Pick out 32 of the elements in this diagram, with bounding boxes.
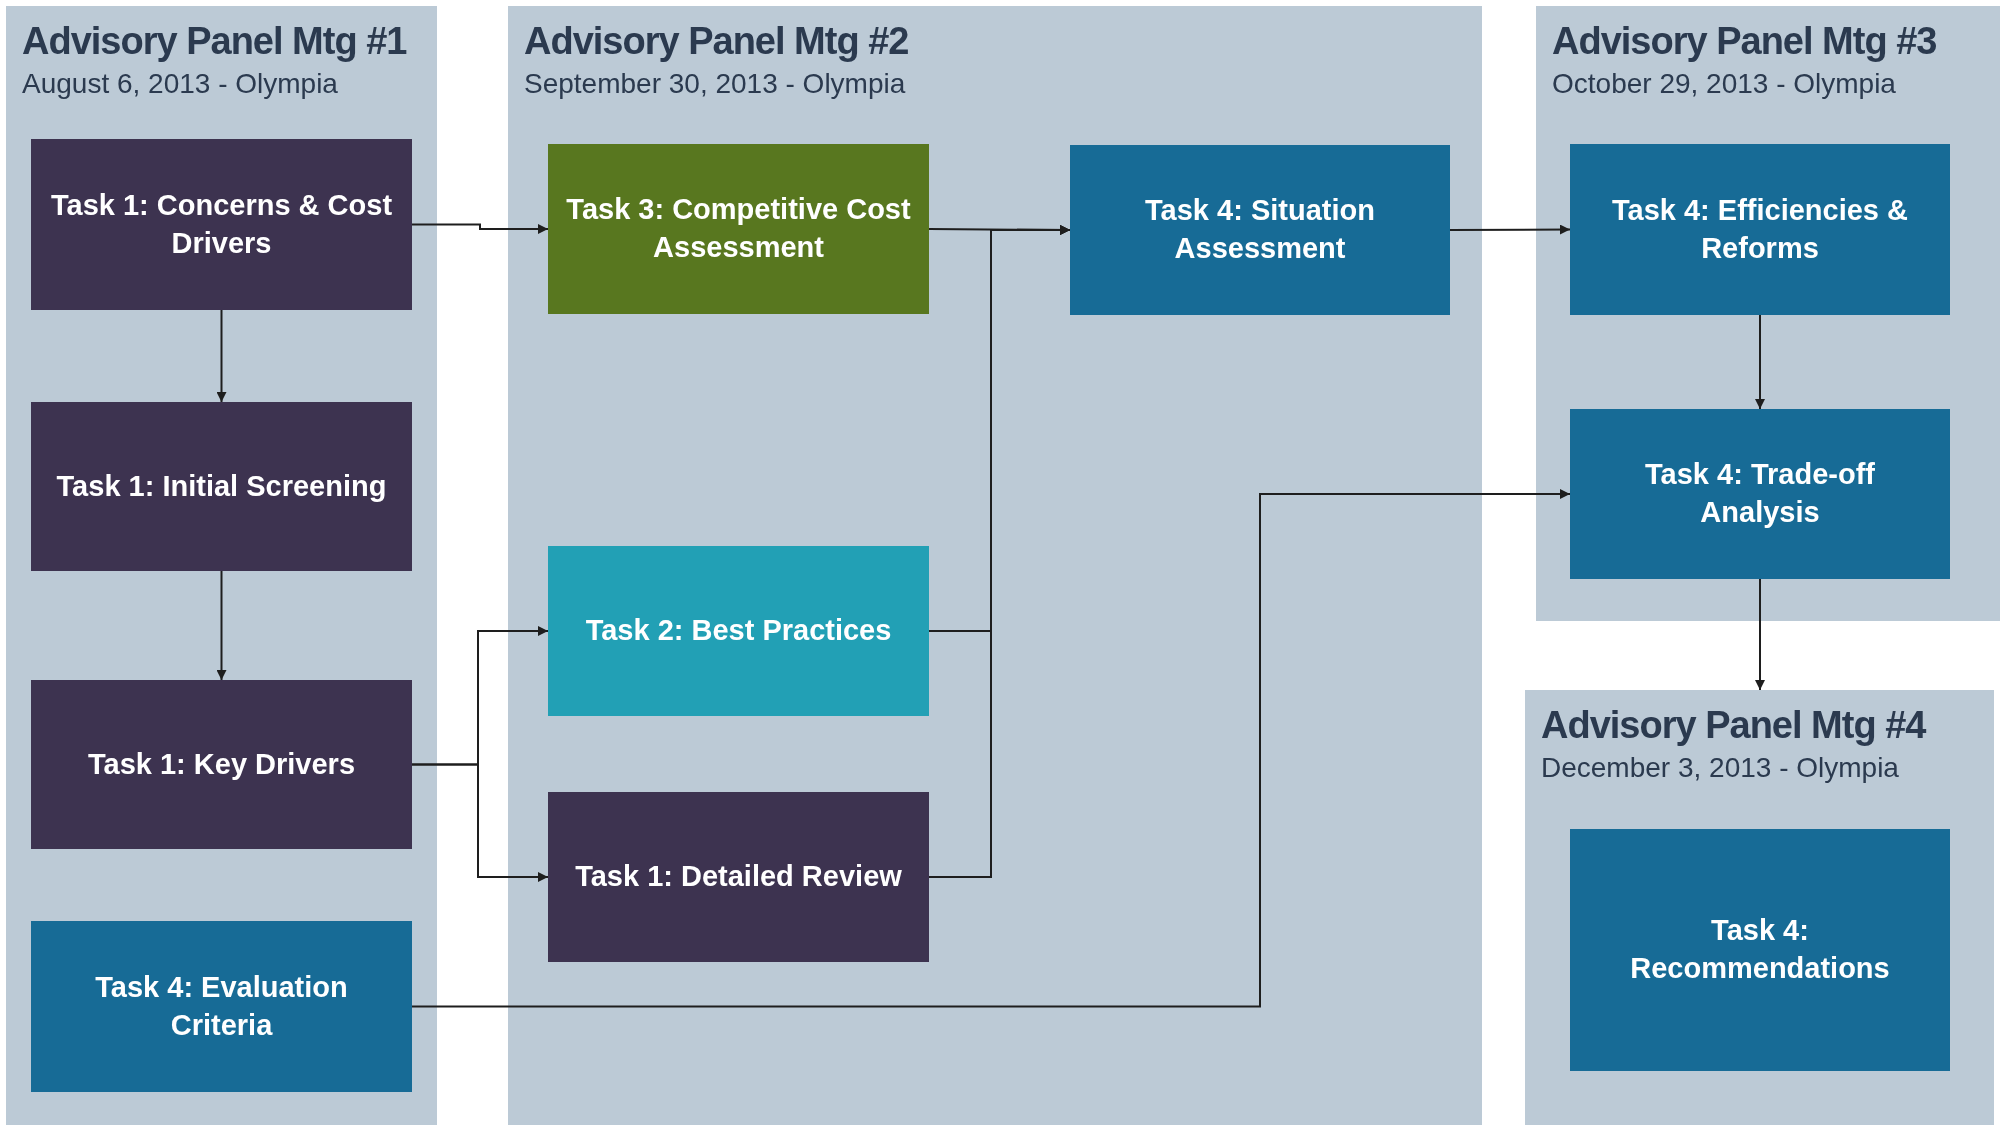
arrow [1449,224,1571,235]
task-box: Task 4: Situation Assessment [1070,145,1450,315]
meeting-panel [508,6,1482,1125]
arrow [216,309,227,403]
panel-heading: Advisory Panel Mtg #1 [22,20,407,63]
panel-heading: Advisory Panel Mtg #2 [524,20,909,63]
arrow [216,570,227,681]
task-box: Task 3: Competitive Cost Assessment [548,144,929,314]
task-box: Task 1: Detailed Review [548,792,929,962]
meeting-date: October 29, 2013 - Olympia [1552,68,1896,100]
arrow [1755,314,1765,410]
task-box: Task 1: Concerns & Cost Drivers [31,139,412,310]
task-box: Task 1: Initial Screening [31,402,412,571]
meeting-date: August 6, 2013 - Olympia [22,68,338,100]
task-box: Task 1: Key Drivers [31,680,412,849]
task-box: Task 4: Recommendations [1570,829,1950,1071]
task-box: Task 4: Evaluation Criteria [31,921,412,1092]
arrow [411,489,1571,1008]
meeting-panel [6,6,437,1125]
panel-heading: Advisory Panel Mtg #3 [1552,20,1937,63]
meeting-panel [1536,6,2000,621]
task-box: Task 4: Trade-off Analysis [1570,409,1950,579]
arrow [1755,578,1765,691]
arrow [928,225,1071,878]
meeting-date: December 3, 2013 - Olympia [1541,752,1899,784]
meeting-date: September 30, 2013 - Olympia [524,68,906,100]
task-box: Task 4: Efficiencies & Reforms [1570,144,1950,315]
arrow [411,763,549,882]
meeting-panel [1525,690,1994,1125]
panel-heading: Advisory Panel Mtg #4 [1541,704,1926,747]
task-box: Task 2: Best Practices [548,546,929,716]
arrow [411,223,549,234]
